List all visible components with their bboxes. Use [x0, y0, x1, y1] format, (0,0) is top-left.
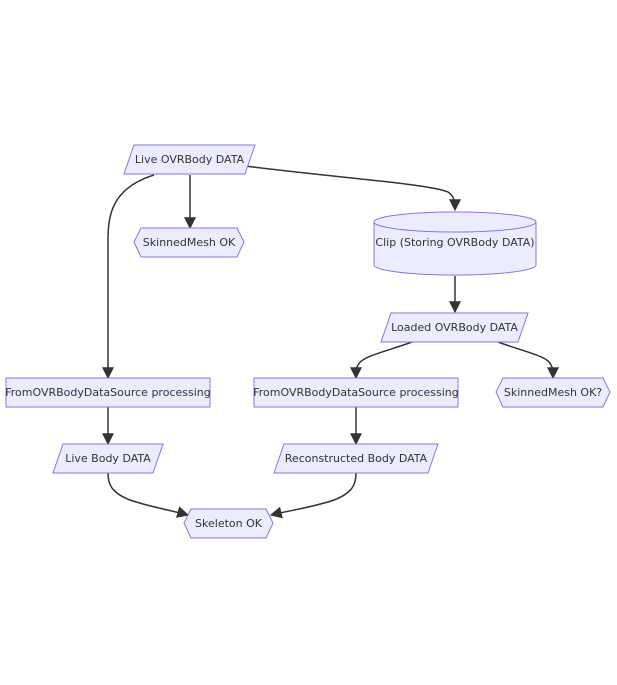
node-live-ovrbody-data: Live OVRBody DATA: [123, 144, 256, 175]
edge-live-ovrbody-to-clip: [244, 165, 461, 212]
node-clip-storing-ovrbody-data: Clip (Storing OVRBody DATA): [373, 211, 537, 276]
hexagon-shape: [183, 508, 274, 539]
node-label: FromOVRBodyDataSource processing: [5, 386, 210, 399]
node-label: SkinnedMesh OK: [143, 236, 236, 249]
edge-live-body-to-skeleton-ok: [107, 472, 190, 518]
node-label: Live Body DATA: [65, 452, 151, 465]
node-live-body-data: Live Body DATA: [52, 443, 164, 474]
node-label: Live OVRBody DATA: [135, 153, 245, 166]
node-loaded-ovrbody-data: Loaded OVRBody DATA: [380, 312, 529, 343]
parallelogram-shape: [273, 443, 439, 474]
node-fromovrbodydatasource-processing-left: FromOVRBodyDataSource processing: [5, 377, 211, 408]
rectangle-shape: [5, 377, 211, 408]
hexagon-shape: [495, 377, 611, 408]
node-reconstructed-body-data: Reconstructed Body DATA: [273, 443, 439, 474]
node-label: SkinnedMesh OK?: [504, 386, 602, 399]
node-label: Clip (Storing OVRBody DATA): [375, 236, 534, 249]
parallelogram-shape: [123, 144, 256, 175]
parallelogram-shape: [380, 312, 529, 343]
edge-reconstructed-to-skeleton-ok: [269, 472, 357, 519]
parallelogram-shape: [52, 443, 164, 474]
rectangle-shape: [253, 377, 459, 408]
node-fromovrbodydatasource-processing-right: FromOVRBodyDataSource processing: [253, 377, 459, 408]
cylinder-top-rim: [373, 221, 537, 233]
node-label: Loaded OVRBody DATA: [391, 321, 518, 334]
hexagon-shape: [133, 227, 245, 258]
node-skinnedmesh-ok-q: SkinnedMesh OK?: [495, 377, 611, 408]
edge-loaded-ovrbody-to-fromovr-right: [350, 341, 413, 380]
node-label: FromOVRBodyDataSource processing: [253, 386, 458, 399]
node-skeleton-ok: Skeleton OK: [183, 508, 274, 539]
edge-loaded-ovrbody-to-skinnedmesh-ok-q: [497, 341, 559, 380]
edge-live-ovrbody-to-fromovr-left: [102, 174, 155, 380]
edges: [102, 165, 559, 519]
node-skinnedmesh-ok: SkinnedMesh OK: [133, 227, 245, 258]
node-label: Skeleton OK: [195, 517, 263, 530]
node-label: Reconstructed Body DATA: [285, 452, 428, 465]
